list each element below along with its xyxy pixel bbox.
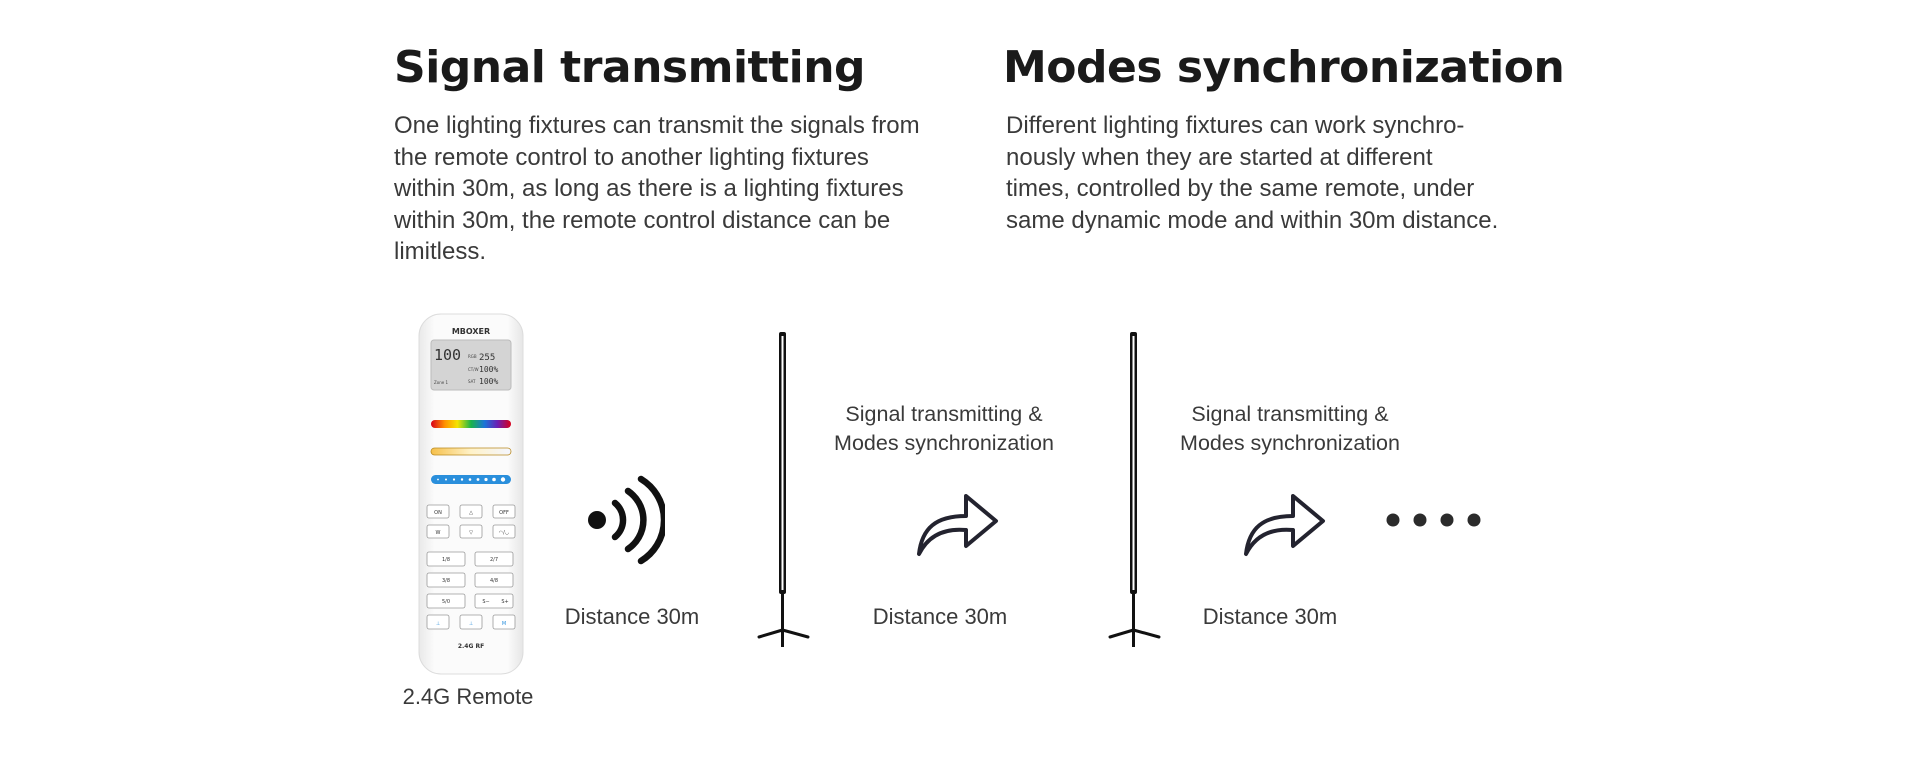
modes-synchronization-description: Different lighting fixtures can work syn… <box>1006 110 1566 236</box>
svg-text:▽: ▽ <box>469 530 473 536</box>
key-w-label: W <box>436 530 441 536</box>
svg-text:◠/◡: ◠/◡ <box>499 530 509 536</box>
svg-text:⊥: ⊥ <box>436 621 440 627</box>
key-4-label: 4/8 <box>490 578 498 584</box>
modes-synchronization-title: Modes synchronization <box>1003 42 1565 93</box>
key-s-plus-label: S+ <box>501 599 508 605</box>
screen-rgb-value: 255 <box>479 353 495 363</box>
description-line: Different lighting fixtures can work syn… <box>1006 112 1465 139</box>
description-line: nously when they are started at differen… <box>1006 143 1433 171</box>
key-1-label: 1/8 <box>442 557 450 563</box>
remote-label: 2.4G Remote <box>402 684 534 709</box>
caption-line: Signal transmitting & <box>845 402 1043 426</box>
key-m-label: M <box>502 621 506 627</box>
description-line: within 30m, the remote control distance … <box>394 206 891 234</box>
description-line: One lighting fixtures can transmit the s… <box>394 112 920 139</box>
svg-text:△: △ <box>469 510 473 516</box>
key-2-label: 2/7 <box>490 557 498 563</box>
signal-transmitting-title: Signal transmitting <box>394 42 866 93</box>
description-line: limitless. <box>394 238 487 265</box>
remote-control-image: MBOXER 100 RGB 255 CT/W 100% Zone 1 SAT … <box>416 312 526 677</box>
share-arrow-icon <box>1241 490 1329 560</box>
caption-line: Modes synchronization <box>834 431 1054 455</box>
flow-caption: Signal transmitting & Modes synchronizat… <box>1163 400 1417 458</box>
key-s-minus-label: S− <box>482 599 489 605</box>
key-3-label: 3/8 <box>442 578 450 584</box>
description-line: within 30m, as long as there is a lighti… <box>394 175 904 202</box>
distance-label: Distance 30m <box>1202 604 1338 629</box>
caption-line: Signal transmitting & <box>1191 402 1389 426</box>
share-arrow-icon <box>914 490 1002 560</box>
key-on-label: ON <box>434 510 442 516</box>
caption-line: Modes synchronization <box>1180 431 1400 455</box>
description-line: the remote control to another lighting f… <box>394 143 869 171</box>
screen-sat-label: SAT <box>468 379 476 384</box>
ellipsis-dots-icon <box>1384 510 1488 530</box>
remote-brand: MBOXER <box>452 327 490 336</box>
floor-lamp-icon <box>1107 330 1163 652</box>
distance-label: Distance 30m <box>872 604 1008 629</box>
screen-zone: Zone 1 <box>434 380 448 385</box>
screen-brightness: 100 <box>434 346 461 364</box>
description-line: same dynamic mode and within 30m distanc… <box>1006 206 1499 234</box>
screen-rgb-label: RGB <box>468 354 477 359</box>
floor-lamp-icon <box>756 330 812 652</box>
screen-ctw-value: 100% <box>479 365 498 374</box>
remote-footer: 2.4G RF <box>458 643 484 650</box>
flow-caption: Signal transmitting & Modes synchronizat… <box>817 400 1071 458</box>
key-off-label: OFF <box>499 510 509 516</box>
screen-sat-value: 100% <box>479 377 498 386</box>
signal-transmitting-description: One lighting fixtures can transmit the s… <box>394 110 974 268</box>
wireless-signal-icon <box>585 470 665 570</box>
key-5-label: 5/0 <box>442 599 450 605</box>
distance-label: Distance 30m <box>564 604 700 629</box>
svg-text:⊥: ⊥ <box>469 621 473 627</box>
screen-ctw-label: CT/W <box>468 367 479 372</box>
description-line: times, controlled by the same remote, un… <box>1006 175 1475 202</box>
